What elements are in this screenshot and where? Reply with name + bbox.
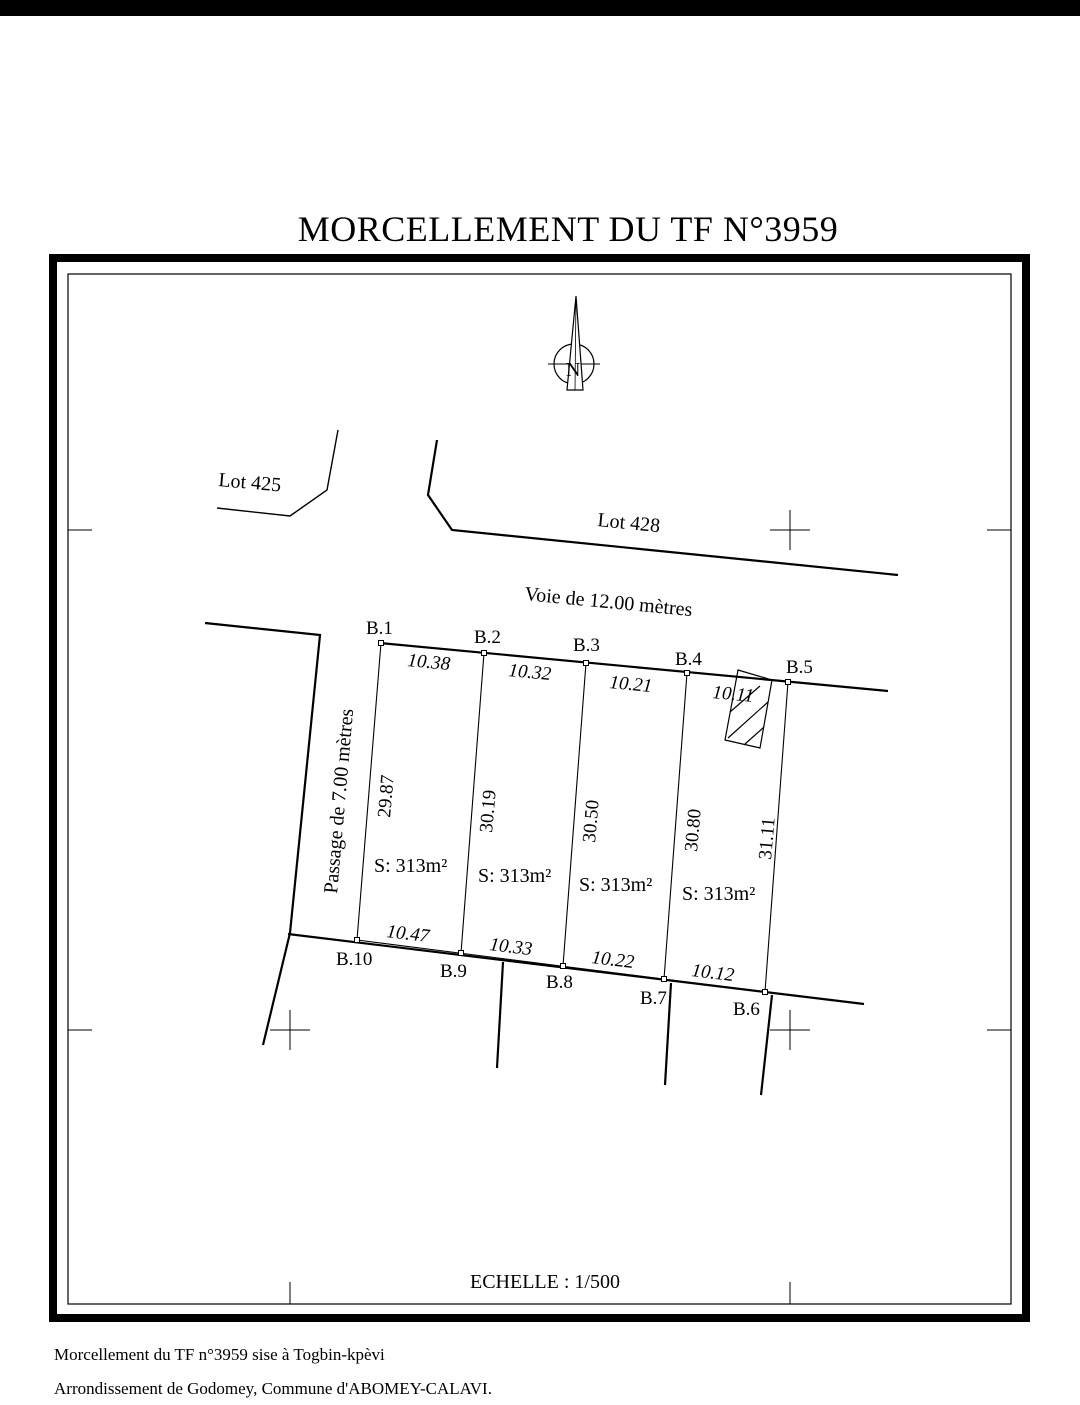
footer-line-2: Arrondissement de Godomey, Commune d'ABO…: [54, 1379, 492, 1398]
lot-area-4: S: 313m²: [682, 883, 755, 905]
boundary-marker-points: [354, 640, 791, 995]
marker-b5: B.5: [786, 657, 813, 678]
dim-bottom-3: 10.22: [590, 947, 635, 973]
north-arrow-icon: N: [548, 295, 600, 391]
top-black-bar: [0, 0, 1080, 16]
dim-bottom-4: 10.12: [690, 960, 735, 986]
marker-b10: B.10: [336, 949, 372, 970]
lot-428-label: Lot 428: [597, 509, 662, 537]
dim-side-2: 30.19: [476, 789, 501, 833]
side-dimensions: 29.87 30.19 30.50 30.80 31.11: [374, 774, 780, 860]
scale-label: ECHELLE : 1/500: [470, 1271, 620, 1293]
dim-side-3: 30.50: [579, 799, 604, 843]
marker-b1: B.1: [366, 618, 393, 639]
lot-areas: S: 313m² S: 313m² S: 313m² S: 313m²: [374, 855, 755, 905]
top-dimensions: 10.38 10.32 10.21 10.11: [407, 650, 755, 707]
south-boundary-2: [663, 982, 673, 1086]
frame-tick-marks: [68, 529, 1011, 1304]
dim-top-1: 10.38: [407, 650, 452, 675]
existing-building: [724, 669, 773, 749]
lot-425-label: Lot 425: [218, 469, 282, 496]
lot-area-1: S: 313m²: [374, 855, 447, 877]
marker-b9: B.9: [440, 961, 467, 982]
passage-label: Passage de 7.00 mètres: [320, 708, 358, 895]
inner-frame: [67, 273, 1012, 1305]
lot-area-3: S: 313m²: [579, 874, 652, 896]
lot-area-2: S: 313m²: [478, 865, 551, 887]
lots-south-edge: [287, 932, 865, 1006]
dim-top-2: 10.32: [508, 660, 553, 685]
footer-line-1: Morcellement du TF n°3959 sise à Togbin-…: [54, 1345, 385, 1364]
marker-labels: B.1 B.2 B.3 B.4 B.5 B.6 B.7 B.8 B.9 B.10: [336, 618, 813, 1020]
dim-top-4: 10.11: [712, 682, 755, 707]
marker-b3: B.3: [573, 635, 600, 656]
marker-b2: B.2: [474, 627, 501, 648]
marker-b4: B.4: [675, 649, 702, 670]
north-letter: N: [566, 359, 580, 381]
lot-425-boundary: [216, 429, 339, 517]
lot-428-boundary: [426, 439, 899, 577]
dim-side-4: 30.80: [681, 808, 706, 852]
marker-b8: B.8: [546, 972, 573, 993]
lot-division-lines: [356, 642, 789, 993]
dim-bottom-2: 10.33: [488, 934, 533, 960]
dim-bottom-1: 10.47: [385, 921, 431, 947]
road-south-edge: [379, 641, 889, 693]
south-boundary-3: [759, 994, 774, 1096]
marker-b7: B.7: [640, 988, 667, 1009]
passage-west-edge: [204, 621, 322, 1046]
outer-frame: [49, 254, 1030, 1322]
road-label: Voie de 12.00 mètres: [524, 583, 694, 621]
dim-side-1: 29.87: [374, 774, 399, 818]
dim-side-5: 31.11: [755, 817, 780, 861]
marker-b6: B.6: [733, 999, 760, 1020]
dim-top-3: 10.21: [609, 672, 654, 697]
grid-crosses: [270, 510, 810, 1050]
south-boundary-1: [495, 961, 505, 1069]
page-title: MORCELLEMENT DU TF N°3959: [297, 209, 839, 249]
